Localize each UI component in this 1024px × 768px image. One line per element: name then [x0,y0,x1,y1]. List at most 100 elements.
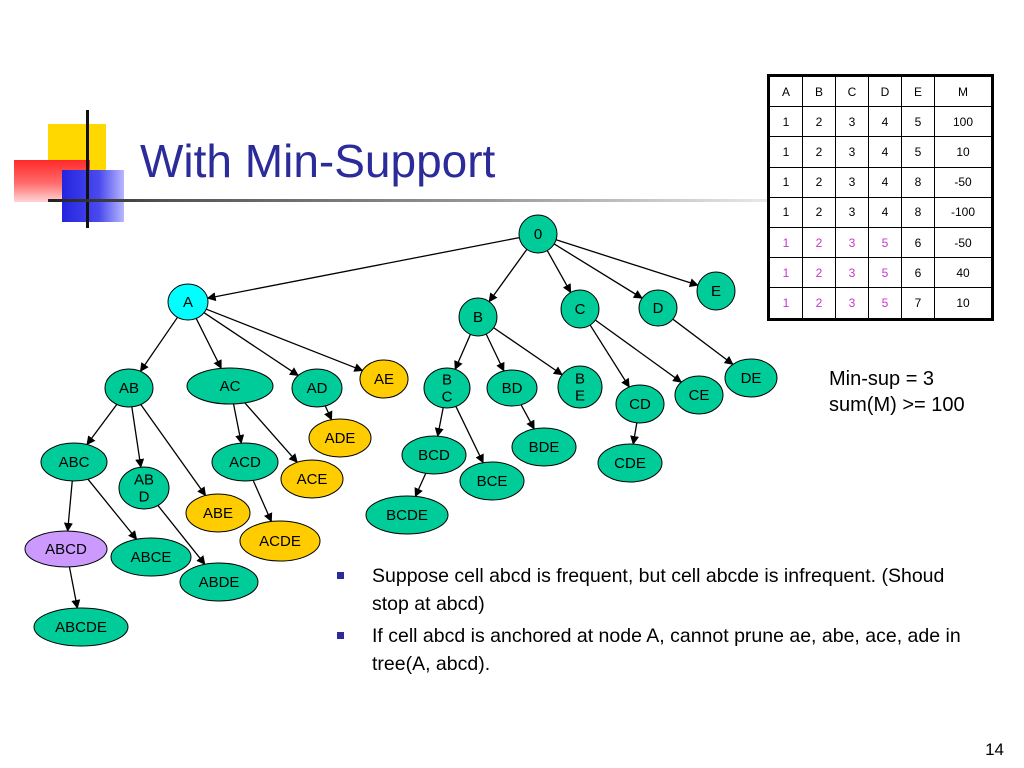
node-ellipse [179,562,259,602]
tree-node-a: A [167,283,209,321]
node-label: C [442,389,453,406]
table-cell: 1 [768,287,803,320]
title-decoration-blue-bar [62,170,124,222]
node-label: A [183,294,193,311]
edge-b-to-bc [454,334,471,371]
tree-node-acde: ACDE [239,520,321,562]
table-cell: 10 [934,136,993,168]
table-header-cell: A [768,74,803,108]
edge-0-to-c [546,250,572,294]
table-cell: 8 [901,196,935,228]
node-label: B [473,309,483,326]
node-ellipse [110,537,192,577]
edge-ab-to-abe [140,404,207,497]
node-label: AB [119,380,139,397]
table-cell: 4 [868,106,902,138]
table-cell: 4 [868,136,902,168]
sum-m-text: sum(M) >= 100 [829,394,965,416]
node-label: E [711,283,721,300]
node-ellipse [459,461,525,501]
edge-ab-to-abc [86,403,118,446]
node-ellipse [291,368,343,408]
table-cell: 100 [934,106,993,138]
table-cell: 4 [868,166,902,198]
table-cell: 3 [835,166,869,198]
square-bullet-icon [337,572,344,579]
tree-node-bd: BD [486,369,538,407]
node-label: CDE [614,455,646,472]
edge-0-to-b [488,249,528,303]
edge-ad-to-ade [324,405,333,421]
node-label: ABCE [131,549,172,566]
node-ellipse [486,369,538,407]
tree-node-ae: AE [359,359,409,399]
table-cell: 10 [934,287,993,320]
edge-a-to-ac [195,318,222,370]
node-ellipse [518,214,558,254]
table-cell: 3 [835,287,869,320]
node-label: CE [689,387,710,404]
node-label: ABC [59,454,90,471]
node-ellipse [186,367,274,405]
table-cell: 1 [768,166,803,198]
edge-ab-to-abd [131,406,145,469]
edge-0-to-d [553,243,643,299]
node-ellipse [557,365,603,409]
bullet-item: Suppose cell abcd is frequent, but cell … [334,562,974,618]
edge-cd-to-cde [630,422,639,445]
table-cell: 6 [901,226,935,259]
table-cell: 2 [802,136,836,168]
edge-abc-to-abce [87,478,138,540]
edge-abd-to-abde [157,505,206,565]
table-cell: 2 [802,257,836,289]
node-label: ABCDE [55,619,107,636]
node-ellipse [365,495,449,535]
node-label: 0 [534,226,542,243]
tree-node-abd: ABD [118,466,170,510]
node-ellipse [211,442,279,482]
edge-bc-to-bcd [434,407,444,438]
tree-node-b: B [458,297,498,337]
tree-node-abc: ABC [40,442,108,482]
node-label: BDE [529,439,560,456]
bullet-item: If cell abcd is anchored at node A, cann… [334,622,974,678]
square-bullet-icon [337,632,344,639]
table-cell: 1 [768,106,803,138]
tree-node-bde: BDE [511,427,577,467]
node-label: DE [741,370,762,387]
edge-d-to-de [672,318,734,365]
table-cell: 3 [835,257,869,289]
table-cell: 7 [901,287,935,320]
table-cell: 5 [868,257,902,289]
edge-b-to-bd [485,333,505,372]
edge-0-to-e [555,239,699,288]
node-ellipse [118,466,170,510]
tree-node-cd: CD [615,384,665,424]
edge-bcd-to-bcde [414,473,427,498]
node-label: ACE [297,471,328,488]
table-cell: 3 [835,136,869,168]
node-label: CD [629,396,651,413]
table-cell: 4 [868,196,902,228]
tree-node-abde: ABDE [179,562,259,602]
table-cell: 3 [835,106,869,138]
edge-bd-to-bde [520,404,535,430]
tree-node-0: 0 [518,214,558,254]
table-cell: 2 [802,226,836,259]
tree-node-bcde: BCDE [365,495,449,535]
tree-node-ab: AB [104,368,154,408]
node-ellipse [33,607,129,647]
bullet-text: Suppose cell abcd is frequent, but cell … [372,565,945,615]
table-header-cell: E [901,74,935,108]
table-cell: 2 [802,196,836,228]
table-cell: 1 [768,226,803,259]
node-ellipse [511,427,577,467]
node-ellipse [696,271,736,311]
table-cell: 3 [835,226,869,259]
table-cell: -50 [934,226,993,259]
